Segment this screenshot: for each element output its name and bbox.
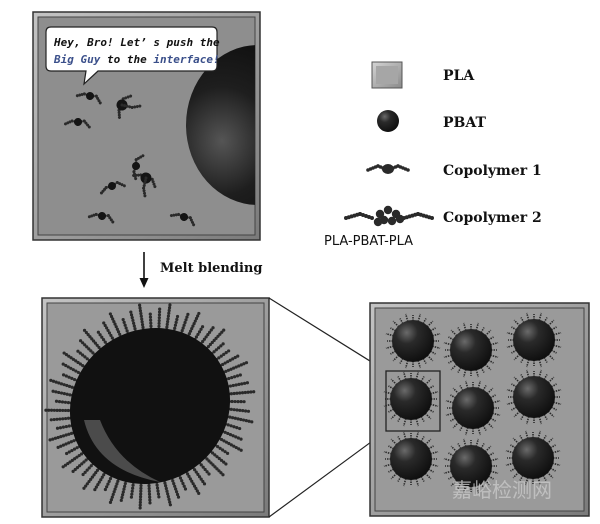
pbat-sphere-icon bbox=[377, 110, 399, 132]
legend-item-copolymer1: Copolymer 1 bbox=[366, 163, 542, 179]
legend-item-pbat: PBAT bbox=[377, 110, 486, 132]
speech-highlight-big-guy: Big Guy bbox=[53, 53, 101, 66]
speech-bubble-line1: Hey, Bro! Let’ s push the bbox=[53, 36, 220, 49]
melt-blending-label: Melt blending bbox=[160, 261, 262, 276]
watermark-text: 嘉峪检测网 bbox=[452, 478, 552, 502]
zoom-connector-lines bbox=[268, 297, 387, 518]
speech-bubble-line2: Big Guy to the interface! bbox=[53, 53, 220, 66]
legend-label-copolymer2: Copolymer 2 bbox=[443, 210, 542, 226]
zoom-selection-box bbox=[385, 370, 441, 432]
legend-label-pla: PLA bbox=[443, 68, 475, 84]
arrow-down-icon bbox=[139, 278, 149, 288]
legend-label-copolymer1: Copolymer 1 bbox=[443, 163, 542, 179]
copolymer-molecules-scattered bbox=[63, 92, 196, 227]
copolymer1-chain-icon bbox=[366, 164, 410, 174]
dispersed-pbat-droplets bbox=[383, 312, 562, 494]
speech-bubble: Hey, Bro! Let’ s push the Big Guy to the… bbox=[45, 26, 220, 86]
pbat-droplet-large bbox=[186, 45, 255, 205]
legend-item-pla: PLA bbox=[371, 61, 475, 89]
legend-item-copolymer2: Copolymer 2 PLA-PBAT-PLA bbox=[324, 205, 542, 249]
legend: PLA PBAT Copolymer 1 Copolymer 2 PLA-PBA… bbox=[324, 61, 542, 249]
panel-zoomed-droplet bbox=[41, 297, 270, 518]
speech-text-to-the: to the bbox=[100, 53, 153, 66]
panel-before-blending: Hey, Bro! Let’ s push the Big Guy to the… bbox=[32, 11, 261, 241]
speech-highlight-interface: interface! bbox=[153, 53, 219, 66]
legend-sublabel-pla-pbat-pla: PLA-PBAT-PLA bbox=[324, 234, 413, 249]
legend-label-pbat: PBAT bbox=[443, 115, 486, 131]
melt-blending-step: Melt blending bbox=[139, 252, 262, 288]
copolymer2-chain-icon bbox=[344, 205, 434, 227]
panel-blend-morphology bbox=[369, 302, 590, 517]
